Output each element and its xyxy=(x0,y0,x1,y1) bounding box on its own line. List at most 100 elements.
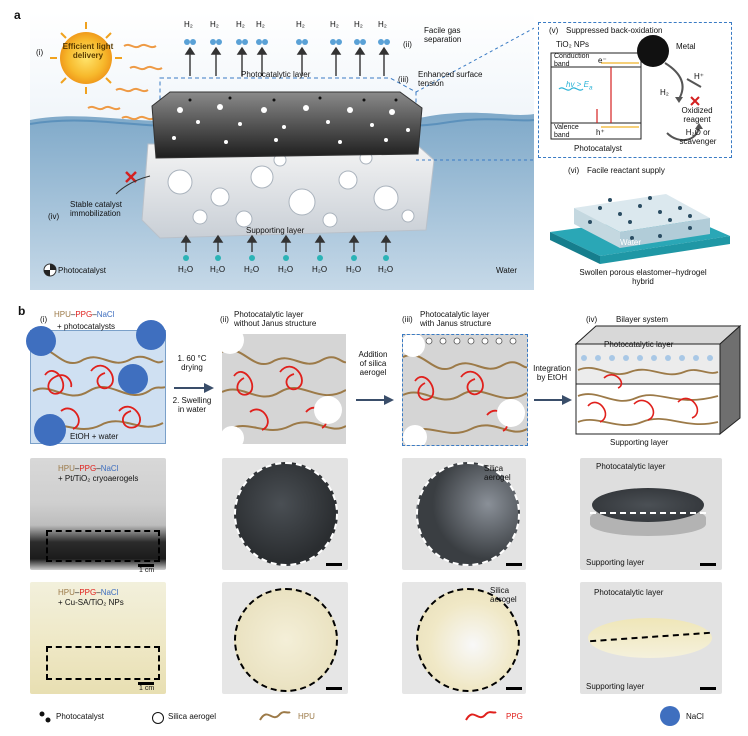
step-i-num: (i) xyxy=(40,315,48,324)
h2-label: H₂ xyxy=(236,20,245,29)
h2-molecules xyxy=(184,39,390,45)
photocatalytic-layer-block xyxy=(151,91,423,159)
step-iv-title: Bilayer system xyxy=(616,315,669,324)
red-cross-icon xyxy=(125,171,137,183)
legend-nacl-icon xyxy=(660,706,680,726)
inset-v-metal: Metal xyxy=(676,42,696,51)
h2o-label: H₂O xyxy=(346,265,362,274)
bilayer-photo-cu xyxy=(580,582,722,694)
step-iv-num: (iv) xyxy=(586,315,598,324)
h2-label: H₂ xyxy=(354,20,363,29)
inset-v-vb: Valence band xyxy=(554,124,579,139)
inset-v-oxidized: Oxidized reagent xyxy=(681,106,713,125)
scale-bar xyxy=(326,687,342,690)
legend-photocatalyst: Photocatalyst xyxy=(56,712,105,721)
nacl-particle xyxy=(136,320,166,350)
scale-bar xyxy=(506,563,522,566)
inset-v-scavenger: H₂O or scavenger xyxy=(679,128,717,147)
scale-label: 1 cm xyxy=(139,567,155,574)
metal-particle xyxy=(637,35,669,67)
red-cross-icon xyxy=(690,96,700,106)
inset-v-hv: hv > Ea xyxy=(566,80,593,92)
h2o-label: H₂O xyxy=(278,265,294,274)
inset-v-hole: h⁺ xyxy=(596,128,605,137)
bilayer-cu-bottom-label: Supporting layer xyxy=(586,682,645,691)
inset-v-hplus: H⁺ xyxy=(694,72,704,81)
label-light-delivery: Efficient light delivery xyxy=(62,42,114,61)
scale-label: 1 cm xyxy=(139,685,155,692)
light-disk xyxy=(234,588,338,692)
vial-pt-suffix: + Pt/TiO₂ cryoaerogels xyxy=(58,474,139,483)
inset-v-box xyxy=(538,22,732,158)
h2-label: H₂ xyxy=(296,20,305,29)
legend-photocatalyst-icon xyxy=(38,710,52,724)
legend-hpu: HPU xyxy=(298,712,315,721)
step-ii-num: (ii) xyxy=(220,315,229,324)
h2-label: H₂ xyxy=(210,20,219,29)
h2o-label: H₂O xyxy=(244,265,260,274)
inset-v-tio2: TiO₂ NPs xyxy=(556,40,590,49)
inset-v-h2: H₂ xyxy=(660,88,669,97)
light-disk xyxy=(416,588,520,692)
h2-arrows xyxy=(184,46,390,76)
inset-vi-caption: Swollen porous elastomer–hydrogel hybrid xyxy=(579,268,707,287)
h2o-label: H₂O xyxy=(312,265,328,274)
inset-v-title: Suppressed back-oxidation xyxy=(566,26,663,35)
legend-hpu-icon xyxy=(258,708,292,724)
process-arrow xyxy=(534,392,572,405)
bilayer-photo-bottom-label: Supporting layer xyxy=(586,558,645,567)
nacl-particle xyxy=(118,364,148,394)
label-ii-num: (ii) xyxy=(403,40,412,49)
label-catalyst-immobilization: Stable catalyst immobilization xyxy=(70,200,123,219)
sun-icon xyxy=(50,22,122,94)
disk-photo-no-janus xyxy=(222,458,348,570)
bilayer-top-label: Photocatalytic layer xyxy=(604,340,674,349)
inset-v-caption: Photocatalyst xyxy=(574,144,623,153)
label-surface-tension: Enhanced surface tension xyxy=(418,70,483,89)
dark-disk xyxy=(234,462,338,566)
h2o-label: H₂O xyxy=(210,265,226,274)
label-iii-num: (iii) xyxy=(398,75,409,84)
h2o-molecules xyxy=(183,255,389,261)
h2-label: H₂ xyxy=(330,20,339,29)
hydrogel-illustration xyxy=(540,178,736,264)
vial-dashed-box xyxy=(46,646,160,680)
vial-cu-formula: HPU–PPG–NaCl xyxy=(58,588,119,597)
legend-nacl: NaCl xyxy=(686,712,704,721)
step-i-formula: HPU–PPG–NaCl xyxy=(54,310,115,319)
bilayer-bottom-label: Supporting layer xyxy=(610,438,669,447)
panel-a-scene xyxy=(29,12,539,291)
inset-vi-title: Facile reactant supply xyxy=(587,166,665,175)
panel-a-illustration xyxy=(29,12,539,291)
h2o-label: H₂O xyxy=(178,265,194,274)
step-ii-schematic xyxy=(216,326,347,450)
vial-photo-pt xyxy=(30,458,166,570)
inset-vi-water: Water xyxy=(620,238,642,247)
vial-photo-cu xyxy=(30,582,166,694)
nacl-particle xyxy=(26,326,56,356)
legend-silica: Silica aerogel xyxy=(168,712,217,721)
step-i-solvent: EtOH + water xyxy=(70,432,119,441)
vial-pt-formula: HPU–PPG–NaCl xyxy=(58,464,119,473)
disk-photo-janus xyxy=(402,458,526,570)
scale-bar xyxy=(700,563,716,566)
nacl-particle xyxy=(34,414,66,446)
bilayer-schematic xyxy=(574,322,742,436)
h2-label: H₂ xyxy=(184,20,193,29)
photocatalyst-legend-icon xyxy=(43,263,57,277)
scale-bar xyxy=(326,563,342,566)
band-diagram xyxy=(550,35,703,142)
h2-label: H₂ xyxy=(256,20,265,29)
bilayer-top xyxy=(592,488,704,522)
inset-v-num: (v) xyxy=(549,26,559,35)
scale-bar xyxy=(138,564,154,567)
inset-v-electron: e⁻ xyxy=(598,56,607,65)
process-arrow xyxy=(174,380,214,393)
step-iii-schematic xyxy=(401,333,528,449)
bilayer-photo-top-label: Photocatalytic layer xyxy=(596,462,666,471)
